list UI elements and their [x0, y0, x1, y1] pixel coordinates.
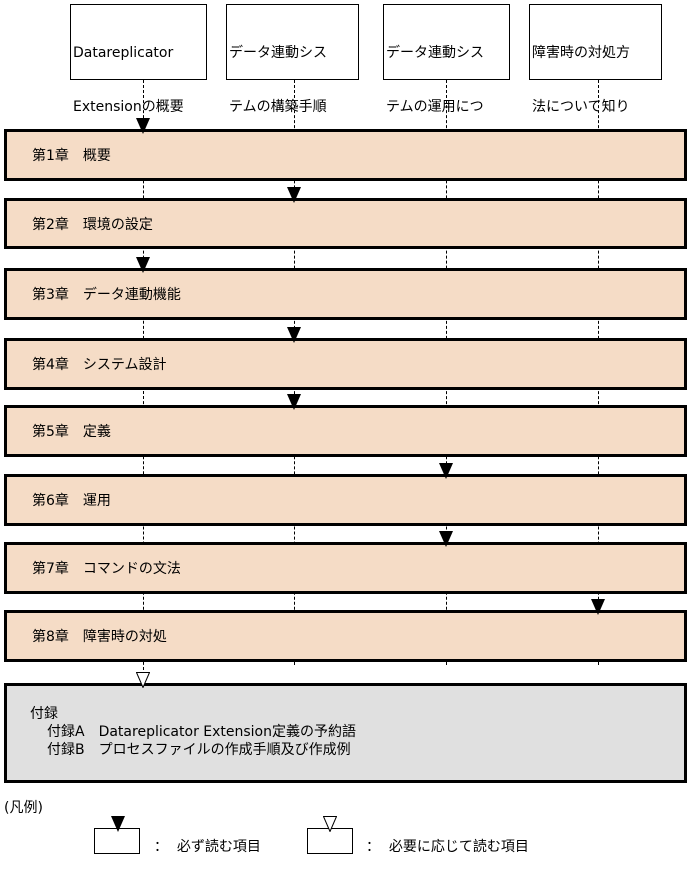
chapter-3: 第3章 データ連動機能	[4, 268, 687, 320]
goal-line: 法について知り	[532, 99, 630, 115]
chapter-5: 第5章 定義	[4, 405, 687, 457]
required-arrow-icon	[287, 187, 301, 203]
appendix-item-b: 付録B プロセスファイルの作成手順及び作成例	[47, 742, 351, 758]
chapter-4: 第4章 システム設計	[4, 338, 687, 390]
legend-optional-arrow-icon	[323, 816, 337, 832]
chapter-label: 第6章 運用	[32, 493, 111, 509]
goal-line: テムの構築手順	[229, 99, 327, 115]
legend-optional-box	[307, 828, 353, 854]
legend-required-label: ： 必ず読む項目	[154, 839, 261, 855]
reader-goal-overview: Datareplicator Extensionの概要 について知りたい	[70, 4, 207, 169]
goal-line: データ連動シス	[229, 45, 327, 61]
goal-line: テムの運用につ	[386, 99, 484, 115]
goal-line: Datareplicator	[73, 45, 174, 61]
chapter-8: 第8章 障害時の対処	[4, 610, 687, 662]
appendix-title: 付録	[30, 706, 58, 722]
appendix-item-a: 付録A Datareplicator Extension定義の予約語	[47, 724, 356, 740]
required-arrow-icon	[136, 257, 150, 273]
chapter-1: 第1章 概要	[4, 129, 687, 181]
chapter-label: 第2章 環境の設定	[32, 216, 153, 233]
required-arrow-icon	[439, 463, 453, 479]
required-arrow-icon	[439, 531, 453, 547]
goal-line: データ連動シス	[386, 45, 484, 61]
chapter-label: 第4章 システム設計	[32, 357, 167, 373]
chapter-label: 第7章 コマンドの文法	[32, 561, 181, 577]
reader-goal-operation: データ連動シス テムの運用につ いて知りたい	[383, 4, 510, 169]
chapter-6: 第6章 運用	[4, 474, 687, 526]
chapter-label: 第8章 障害時の対処	[32, 629, 167, 645]
required-arrow-icon	[136, 118, 150, 134]
reader-goal-trouble: 障害時の対処方 法について知り たい	[529, 4, 662, 169]
legend-optional-label: ： 必要に応じて読む項目	[366, 839, 529, 855]
chapter-7: 第7章 コマンドの文法	[4, 542, 687, 594]
chapter-2: 第2章 環境の設定	[4, 198, 687, 249]
required-arrow-icon	[287, 394, 301, 410]
chapter-label: 第3章 データ連動機能	[32, 287, 181, 303]
required-arrow-icon	[591, 599, 605, 615]
optional-arrow-icon	[136, 672, 150, 688]
goal-line: Extensionの概要	[73, 99, 184, 115]
reader-goal-build: データ連動シス テムの構築手順 を知りたい	[226, 4, 359, 169]
legend-required-arrow-icon	[111, 816, 125, 832]
goal-line: 障害時の対処方	[532, 45, 630, 61]
chapter-label: 第5章 定義	[32, 424, 111, 440]
appendix-box: 付録 付録A Datareplicator Extension定義の予約語 付録…	[4, 683, 687, 783]
required-arrow-icon	[287, 327, 301, 343]
chapter-label: 第1章 概要	[32, 148, 111, 164]
legend-title: (凡例)	[4, 800, 43, 816]
